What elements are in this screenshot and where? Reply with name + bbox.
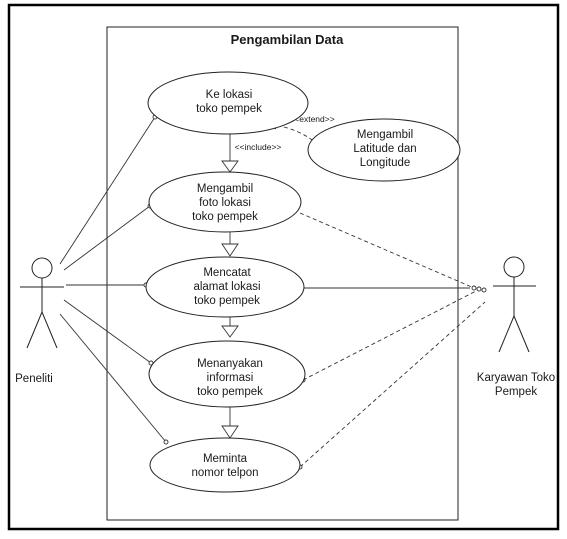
svg-text:informasi: informasi bbox=[207, 372, 254, 384]
svg-text:Menanyakan: Menanyakan bbox=[197, 358, 263, 370]
svg-text:toko pempek: toko pempek bbox=[197, 386, 263, 398]
extend-label: <<extend>> bbox=[289, 114, 334, 124]
usecase-latitude-longitude[interactable]: Mengambil Latitude dan Longitude bbox=[307, 118, 461, 182]
usecase-ke-lokasi[interactable]: Ke lokasi toko pempek bbox=[147, 71, 309, 135]
system-title: Pengambilan Data bbox=[231, 32, 344, 47]
actor-karyawan[interactable] bbox=[493, 256, 536, 353]
usecase-menanyakan-informasi[interactable]: Menanyakan informasi toko pempek bbox=[148, 340, 306, 408]
svg-text:foto lokasi: foto lokasi bbox=[199, 197, 251, 209]
usecase-mencatat-alamat[interactable]: Mencatat alamat lokasi toko pempek bbox=[145, 256, 305, 318]
system-boundary bbox=[106, 26, 459, 521]
actor-karyawan-label-line1: Karyawan Toko bbox=[477, 372, 555, 384]
svg-text:alamat lokasi: alamat lokasi bbox=[193, 281, 260, 293]
svg-text:Longitude: Longitude bbox=[360, 157, 411, 169]
svg-text:Meminta: Meminta bbox=[203, 453, 248, 465]
svg-text:toko pempek: toko pempek bbox=[194, 295, 260, 307]
svg-text:nomor telpon: nomor telpon bbox=[191, 467, 258, 479]
actor-karyawan-label-line2: Pempek bbox=[495, 386, 537, 398]
svg-text:toko pempek: toko pempek bbox=[192, 211, 258, 223]
include-label: <<include>> bbox=[235, 142, 282, 152]
peneliti-associations bbox=[59, 116, 167, 443]
include-arrow-1 bbox=[221, 134, 239, 173]
svg-text:Mengambil: Mengambil bbox=[357, 129, 413, 141]
flow-arrow-4 bbox=[221, 406, 239, 439]
svg-text:Mencatat: Mencatat bbox=[203, 267, 251, 279]
actor-peneliti-label: Peneliti bbox=[15, 373, 53, 385]
outer-frame bbox=[7, 3, 560, 531]
actor-peneliti[interactable] bbox=[20, 257, 64, 349]
svg-text:toko pempek: toko pempek bbox=[196, 103, 262, 115]
usecase-mengambil-foto[interactable]: Mengambil foto lokasi toko pempek bbox=[148, 171, 302, 233]
usecase-meminta-nomor[interactable]: Meminta nomor telpon bbox=[149, 437, 301, 493]
svg-text:Ke lokasi: Ke lokasi bbox=[206, 89, 253, 101]
svg-text:Mengambil: Mengambil bbox=[197, 183, 253, 195]
karyawan-dashed-associations bbox=[299, 212, 486, 468]
svg-text:Latitude dan: Latitude dan bbox=[353, 143, 416, 155]
